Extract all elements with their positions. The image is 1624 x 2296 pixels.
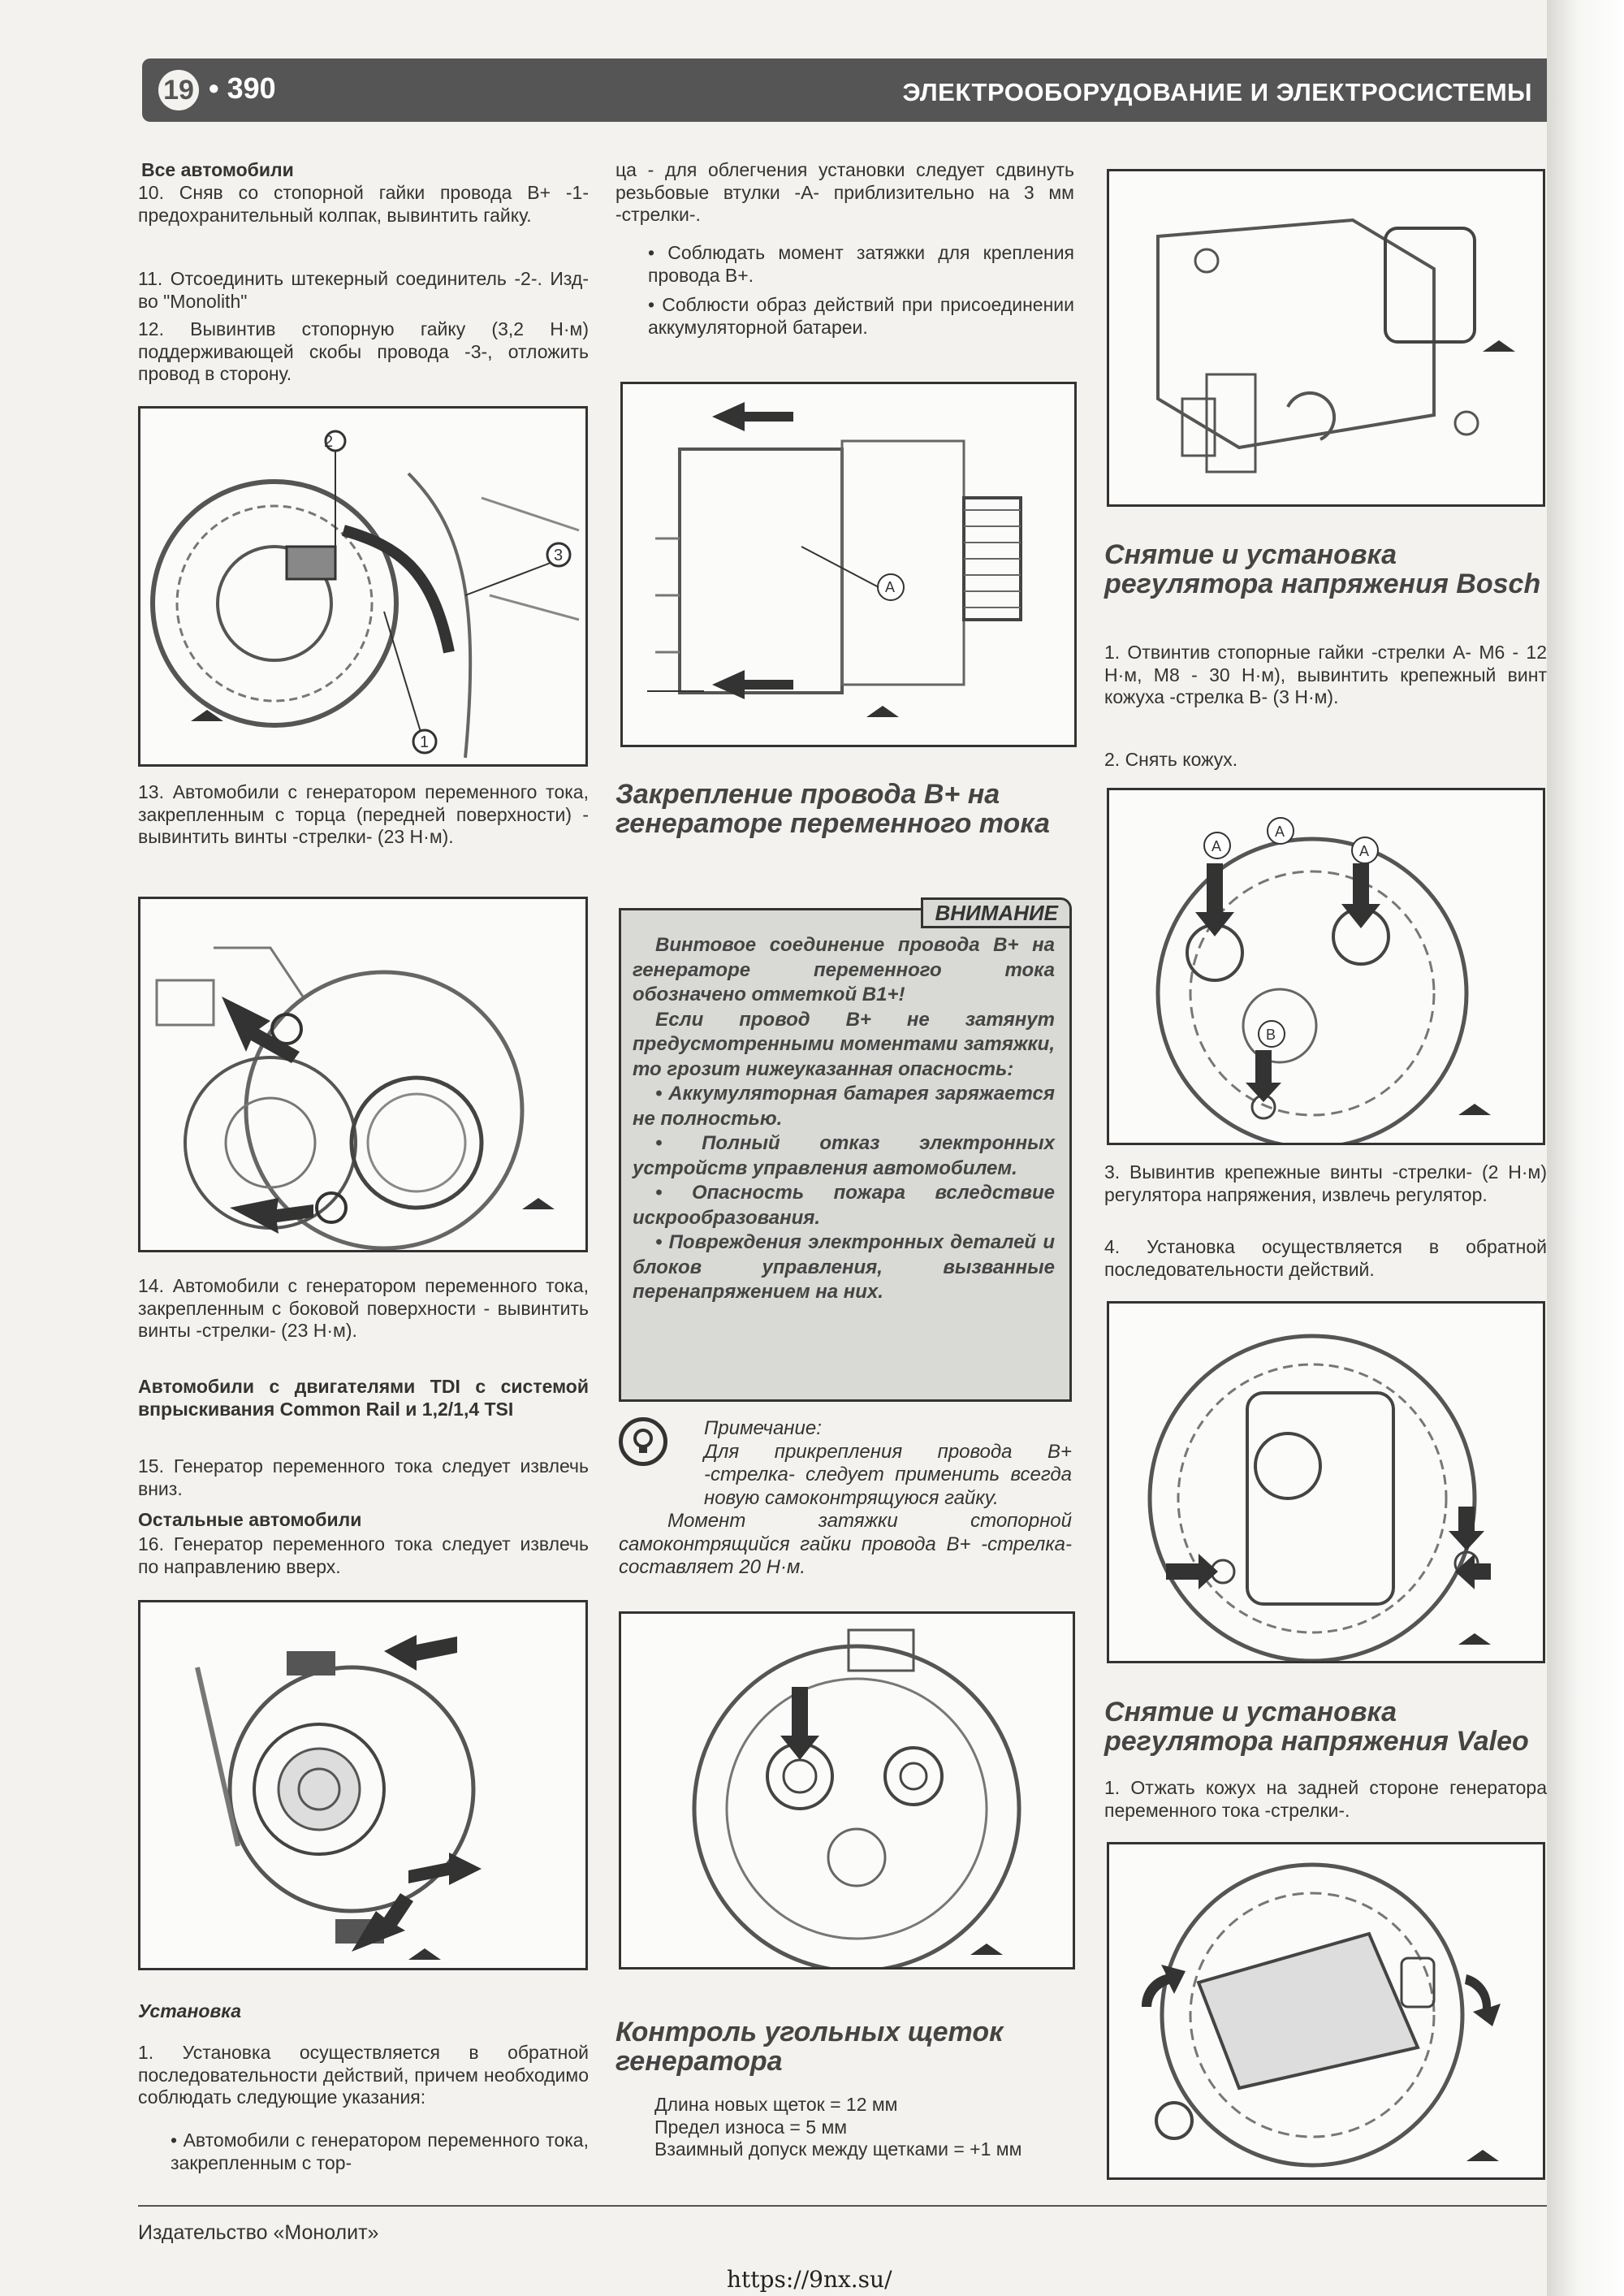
warning-tag: ВНИМАНИЕ — [921, 897, 1072, 928]
install-continued: ца - для облегчения установки следует сд… — [615, 159, 1074, 225]
page: 19 • 390 ЭЛЕКТРООБОРУДОВАНИЕ И ЭЛЕКТРОСИ… — [138, 0, 1547, 2296]
step-13: 13. Автомобили с генератором переменного… — [138, 781, 589, 847]
alternator-wiring-drawing — [150, 430, 580, 759]
valeo-step-1: 1. Отжать кожух на задней стороне генера… — [1104, 1777, 1547, 1821]
fig-bosch-label-a2: A — [1275, 824, 1285, 840]
warning-line-6: • Повреждения электронных деталей и блок… — [633, 1231, 1055, 1303]
figure-front-mounted-alternator — [138, 897, 588, 1252]
bplus-terminal-drawing — [692, 1628, 1021, 1967]
bosch-step-4: 4. Установка осуществляется в обратной п… — [1104, 1236, 1547, 1280]
front-alternator-drawing — [155, 946, 555, 1250]
fig1-label-3: 3 — [554, 547, 564, 564]
figure-bplus-terminal — [619, 1611, 1075, 1970]
chapter-badge: 19 — [158, 70, 199, 110]
regulator-drawing — [1156, 218, 1515, 473]
figure-alternator-removal — [138, 1600, 588, 1970]
warning-line-1: Винтовое соединение провода В+ на генера… — [633, 934, 1055, 1005]
bullet-torque: • Соблюдать момент затяжки для крепления… — [648, 242, 1074, 286]
section-title: ЭЛЕКТРООБОРУДОВАНИЕ И ЭЛЕКТРОСИСТЕМЫ — [902, 78, 1532, 106]
subheading-other-cars: Остальные автомобили — [138, 1509, 362, 1530]
fig-bosch-label-b: B — [1266, 1027, 1276, 1043]
note-text-1: Для прикрепления провода В+ -стрелка- сл… — [704, 1440, 1072, 1509]
column-middle: ца - для облегчения установки следует сд… — [615, 0, 1077, 2296]
install-title: Установка — [138, 2000, 242, 2021]
source-url[interactable]: https://9nx.su/ — [727, 2266, 892, 2293]
brush-new-length: Длина новых щеток = 12 мм — [654, 2094, 898, 2115]
footer-line — [138, 2205, 1547, 2207]
fig-bosch-label-a3: A — [1359, 843, 1370, 859]
alternator-sleeves-drawing — [647, 402, 1022, 717]
subheading-all-cars: Все автомобили — [141, 159, 294, 180]
brush-specs: Длина новых щеток = 12 мм Предел износа … — [654, 2094, 1077, 2161]
install-step-1-bullet: • Автомобили с генератором переменного т… — [171, 2130, 589, 2173]
heading-brushes: Контроль угольных щеток генератора — [615, 2017, 1004, 2077]
warning-line-2: Если провод В+ не затянут предусмотренны… — [633, 1008, 1055, 1080]
step-16: 16. Генератор переменного тока следует и… — [138, 1533, 589, 1577]
warning-box: ВНИМАНИЕ Винтовое соединение провода В+ … — [619, 897, 1072, 1402]
step-12: 12. Вывинтив стопорную гайку (3,2 Н·м) п… — [138, 318, 589, 384]
bosch-regulator-screws-drawing — [1147, 1334, 1491, 1661]
page-number: • 390 — [209, 71, 276, 105]
column-left: Все автомобили 10. Сняв со стопорной гай… — [138, 0, 589, 2296]
bosch-step-1: 1. Отвинтив стопорные гайки -стрелки А- … — [1104, 642, 1547, 707]
note-block: Примечание: Для прикрепления провода В+ … — [619, 1417, 1072, 1580]
note-title: Примечание: — [704, 1417, 822, 1439]
note-text-2: Момент затяжки стопорной самоконтрящийся… — [619, 1510, 1072, 1578]
column-right: Снятие и установка регулятора напряжения… — [1104, 0, 1547, 2296]
fig1-label-2: 2 — [324, 433, 334, 451]
lightbulb-icon — [619, 1417, 667, 1466]
figure-bosch-cover-nuts: A A A B — [1107, 788, 1545, 1145]
brush-tolerance-1: Взаимный допуск между щетками = +1 мм — [654, 2138, 1022, 2160]
step-15: 15. Генератор переменного тока следует и… — [138, 1455, 589, 1499]
figure-alternator-wiring: 2 3 1 — [138, 406, 588, 767]
page-header: 19 • 390 ЭЛЕКТРООБОРУДОВАНИЕ И ЭЛЕКТРОСИ… — [142, 58, 1547, 122]
heading-bplus-mount: Закрепление провода В+ на генераторе пер… — [615, 779, 1050, 839]
heading-bosch-regulator: Снятие и установка регулятора напряжения… — [1104, 539, 1541, 599]
bosch-step-3: 3. Вывинтив крепежные винты -стрелки- (2… — [1104, 1161, 1547, 1205]
figure-bosch-regulator-screws — [1107, 1301, 1545, 1663]
step-11: 11. Отсоединить штекерный соединитель -2… — [138, 268, 589, 312]
figure-alternator-sleeves: A — [620, 382, 1077, 747]
subheading-tdi: Автомобили с двигателями TDI с системой … — [138, 1376, 589, 1420]
step-10: 10. Сняв со стопорной гайки провода В+ -… — [138, 182, 589, 226]
page-binding-edge — [1547, 0, 1624, 2296]
warning-line-3: • Аккумуляторная батарея заряжается не п… — [633, 1083, 1055, 1130]
step-14: 14. Автомобили с генератором переменного… — [138, 1275, 589, 1341]
publisher: Издательство «Монолит» — [138, 2221, 379, 2244]
bosch-cover-nuts-drawing — [1155, 817, 1491, 1143]
bullet-battery: • Соблюсти образ действий при присоедине… — [648, 294, 1074, 338]
fig4-label-a: A — [885, 579, 896, 595]
bosch-step-2: 2. Снять кожух. — [1104, 749, 1238, 770]
warning-body: Винтовое соединение провода В+ на генера… — [633, 933, 1055, 1305]
fig1-label-1: 1 — [420, 733, 430, 751]
warning-line-4: • Полный отказ электронных устройств упр… — [633, 1132, 1055, 1179]
valeo-cover-drawing — [1141, 1862, 1501, 2168]
figure-regulator — [1107, 169, 1545, 507]
alternator-removal-drawing — [195, 1635, 482, 1960]
warning-line-5: • Опасность пожара вследствие искрообраз… — [633, 1182, 1055, 1229]
heading-valeo-regulator: Снятие и установка регулятора напряжения… — [1104, 1697, 1529, 1757]
fig-bosch-label-a1: A — [1212, 838, 1222, 854]
install-step-1: 1. Установка осуществляется в обратной п… — [138, 2042, 589, 2108]
figure-valeo-cover — [1107, 1842, 1545, 2180]
brush-wear-limit: Предел износа = 5 мм — [654, 2116, 848, 2138]
